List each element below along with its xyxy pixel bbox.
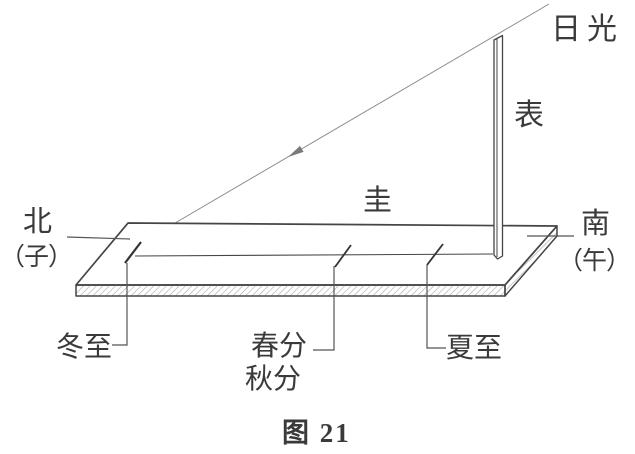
north-leader-line <box>66 236 131 240</box>
spring-equinox-label: 春分 <box>251 331 308 362</box>
winter-solstice-leader-line <box>112 263 128 346</box>
equinox-tick <box>334 244 352 268</box>
sunlight-label: 日光 <box>551 13 623 46</box>
gnomon-pole <box>493 34 504 260</box>
platform-front-face <box>75 284 506 297</box>
sun-ray-line <box>140 3 550 244</box>
winter-solstice-tick <box>124 241 142 264</box>
gnomon-label: 表 <box>514 99 544 132</box>
north-branch-label: （子） <box>0 244 73 271</box>
summer-solstice-tick <box>426 243 444 266</box>
summer-solstice-leader-line <box>426 265 446 349</box>
north-label: 北 <box>23 206 53 238</box>
equinox-leader-line <box>313 266 335 351</box>
platform-right-face <box>504 225 558 297</box>
figure-caption: 图 21 <box>282 418 351 448</box>
platform-label: 圭 <box>363 185 393 217</box>
south-branch-label: （午） <box>558 248 631 275</box>
south-label: 南 <box>581 208 611 240</box>
sun-ray-arrowhead-icon <box>288 145 304 157</box>
summer-solstice-label: 夏至 <box>446 333 503 364</box>
platform-scale-line <box>134 253 494 257</box>
autumn-equinox-label: 秋分 <box>245 364 302 395</box>
winter-solstice-label: 冬至 <box>56 332 113 363</box>
